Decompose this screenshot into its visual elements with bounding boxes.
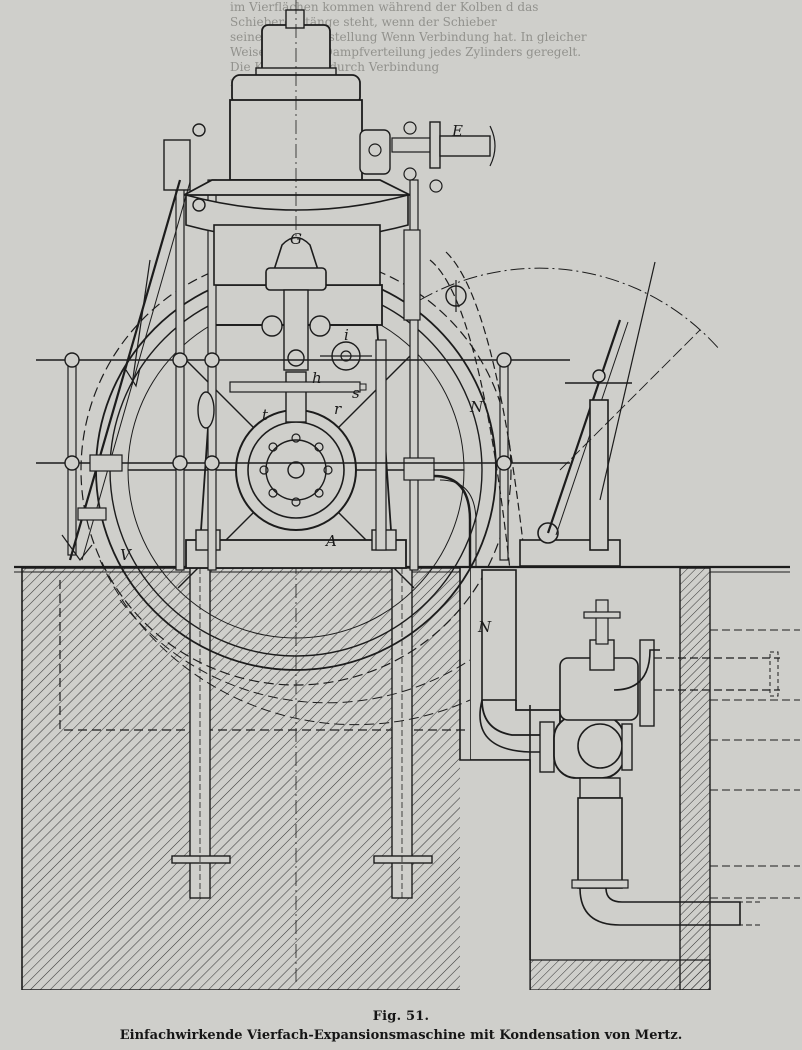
label-valve-s: s [352, 384, 360, 402]
foundation [14, 560, 790, 990]
label-lever-t: t [262, 406, 269, 424]
label-pump-lower: N [477, 618, 492, 636]
engine-drawing: E G i h s t r A N N V [14, 0, 800, 990]
air-pump [429, 251, 800, 926]
label-governor: G [290, 230, 302, 248]
label-pipe: E [451, 122, 463, 140]
figure-number: Fig. 51. [372, 1009, 430, 1024]
bleed-line: im Vierflächen kommen während der Kolben… [230, 0, 539, 14]
cylinder-stack [183, 0, 411, 423]
label-pump-upper: N [469, 398, 484, 416]
label-flywheel: A [324, 532, 337, 550]
drawing-labels: E G i h s t r A N N V [120, 122, 492, 636]
valve-gear [36, 121, 570, 568]
label-foundation: V [120, 546, 133, 564]
label-lever-r: r [334, 400, 342, 418]
figure-caption: Einfachwirkende Vierfach-Expansionsmasch… [119, 1028, 683, 1043]
label-valve-i: i [344, 326, 349, 344]
label-valve-h: h [312, 369, 322, 387]
